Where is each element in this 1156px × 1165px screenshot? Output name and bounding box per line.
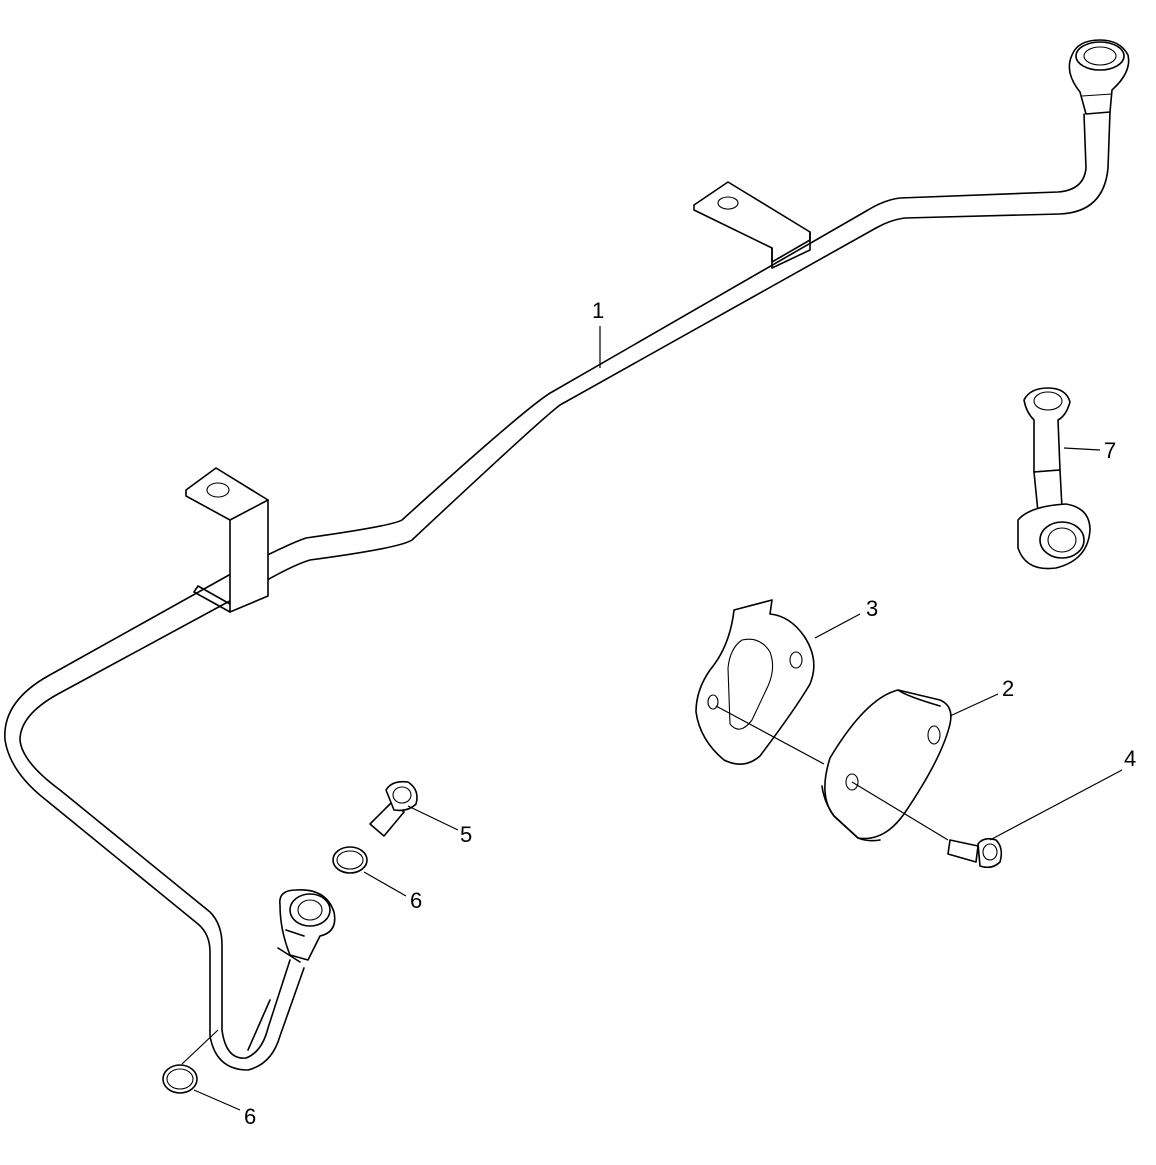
- callout-5: 5: [460, 822, 472, 847]
- cover-plate-part-2: [821, 689, 952, 842]
- callout-7: 7: [1104, 438, 1116, 463]
- fuel-pipe-assembly: [4, 39, 1130, 1071]
- lower-bracket: [185, 467, 269, 613]
- callout-1: 1: [592, 298, 604, 323]
- sealing-ring-upper: [332, 846, 368, 874]
- sealing-ring-lower: [162, 1064, 198, 1094]
- leader-lines: [181, 326, 1123, 1111]
- pipe-outer-edge: [19, 111, 1111, 1059]
- bolt-part-4: [947, 837, 1003, 869]
- upper-bracket: [693, 181, 811, 269]
- gasket-part-3: [695, 599, 815, 765]
- banjo-connector-part-7: [1017, 387, 1091, 570]
- callout-labels: 1 2 3 4 5 6 6 7: [244, 298, 1136, 1129]
- callout-2: 2: [1002, 676, 1014, 701]
- callout-3: 3: [866, 596, 878, 621]
- banjo-fitting-top: [1068, 39, 1130, 115]
- hollow-bolt-part-5: [369, 780, 418, 837]
- pipe-inner-edge: [4, 113, 1087, 1071]
- banjo-fitting-bottom: [247, 889, 336, 1051]
- callout-6-lower: 6: [244, 1104, 256, 1129]
- callout-4: 4: [1124, 746, 1136, 771]
- callout-6-upper: 6: [410, 888, 422, 913]
